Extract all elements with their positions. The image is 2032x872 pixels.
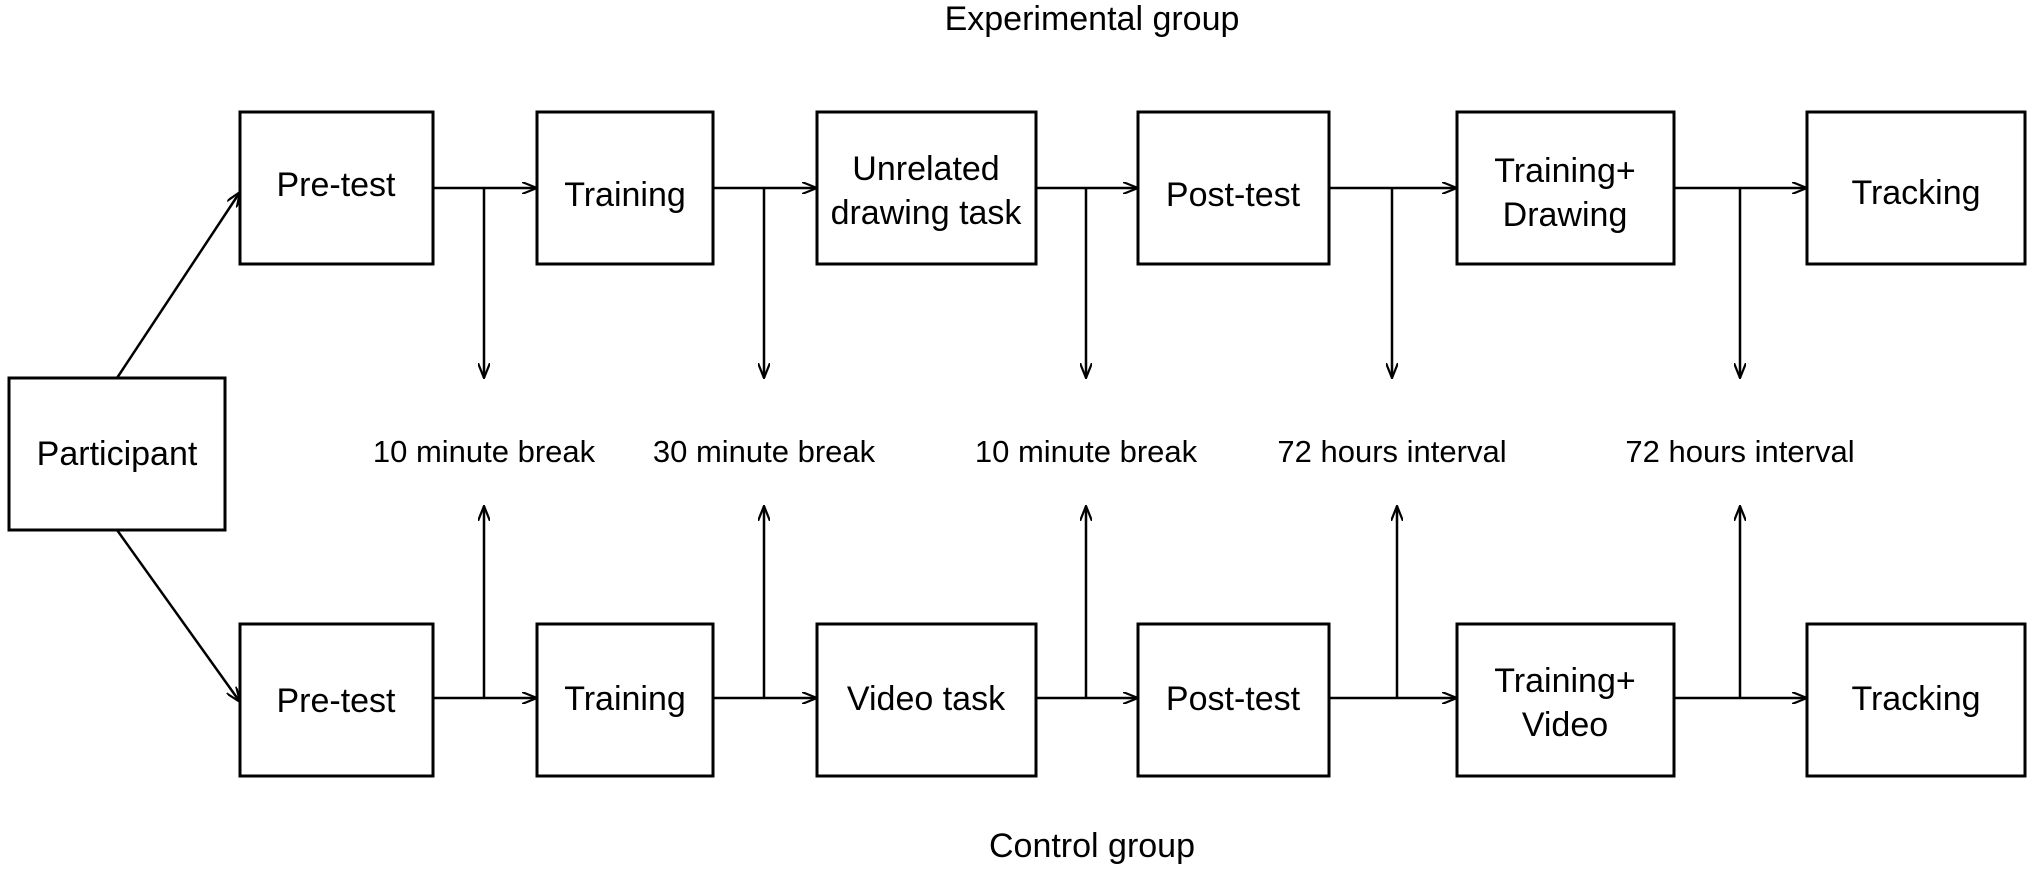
exp-retrain-box (1455, 110, 1676, 266)
ctl-training-box (535, 622, 715, 778)
control-group-title: Control group (989, 827, 1195, 865)
ctl-training-label: Training (564, 680, 686, 718)
ctl-post-test-box (1136, 622, 1331, 778)
ctl-pre-test-box (238, 622, 435, 778)
ctl-retrain-label-line1: Training+ (1494, 662, 1635, 700)
exp-task-label-line2: drawing task (831, 194, 1023, 232)
exp-training-box (535, 110, 715, 266)
exp-task-box (815, 110, 1038, 266)
exp-pre-test-box (238, 110, 435, 266)
exp-retrain-label-line1: Training+ (1494, 152, 1635, 190)
exp-task-label-line1: Unrelated (852, 150, 999, 188)
ctl-tracking-label: Tracking (1851, 680, 1980, 718)
exp-retrain-label-line2: Drawing (1503, 196, 1628, 234)
branch-arrow-control (115, 529, 240, 702)
exp-training-label: Training (564, 176, 686, 214)
participant-label: Participant (37, 435, 198, 473)
interval-label-4: 72 hours interval (1277, 434, 1506, 469)
exp-pre-test-label: Pre-test (276, 166, 396, 204)
interval-label-3: 10 minute break (975, 434, 1198, 469)
ctl-tracking-box (1805, 622, 2027, 778)
ctl-task-box (815, 622, 1038, 778)
ctl-post-test-label: Post-test (1166, 680, 1301, 718)
ctl-retrain-box (1455, 622, 1676, 778)
interval-label-1: 10 minute break (373, 434, 596, 469)
ctl-task-label: Video task (847, 680, 1006, 718)
experimental-group-title: Experimental group (945, 0, 1240, 38)
ctl-pre-test-label: Pre-test (276, 682, 396, 720)
exp-tracking-label: Tracking (1851, 174, 1980, 212)
ctl-retrain-label-line2: Video (1522, 706, 1608, 744)
interval-label-5: 72 hours interval (1625, 434, 1854, 469)
exp-post-test-label: Post-test (1166, 176, 1301, 214)
participant-box (7, 376, 227, 532)
interval-label-2: 30 minute break (653, 434, 876, 469)
branch-arrow-experimental (115, 192, 240, 379)
